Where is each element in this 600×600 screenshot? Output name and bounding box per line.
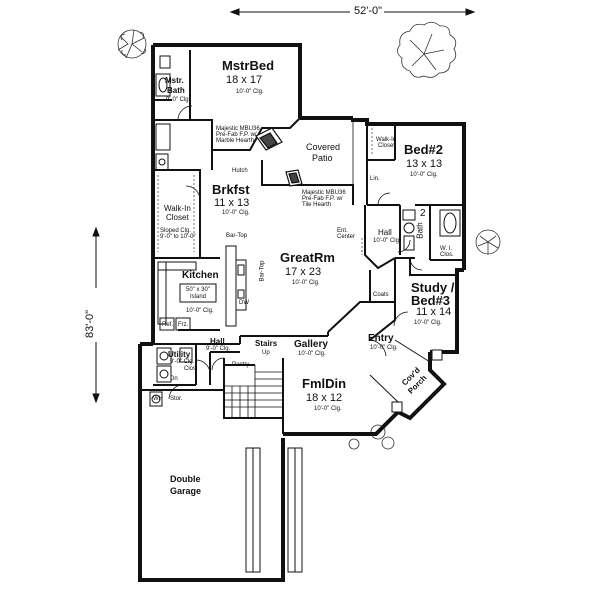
frz-label: Frz. <box>178 322 189 328</box>
room-gallery-ceiling: 10'-0" Clg. <box>298 351 326 357</box>
interior-walls <box>140 50 464 434</box>
fireplace-note-master-1: Majestic MBU36 <box>216 126 260 132</box>
room-hall-left-ceiling: 9'-0" Clg. <box>206 346 231 352</box>
room-closet-name2: Closet <box>166 213 189 222</box>
room-study-name: Study / <box>411 280 455 295</box>
bath-fixtures <box>149 55 461 407</box>
room-mstrbed-size: 18 x 17 <box>226 74 263 86</box>
room-kitchen-ceiling: 10'-0" Clg. <box>186 308 214 314</box>
room-greatrm-ceiling: 10'-0" Clg. <box>292 280 320 286</box>
room-bed2-ceiling: 10'-0" Clg. <box>410 172 438 178</box>
room-covpatio-name: Covered <box>306 142 341 152</box>
depth-dimension-label: 83'-0" <box>84 307 96 340</box>
coats-label: Coats <box>373 292 389 298</box>
room-fmldin-size: 18 x 12 <box>306 392 343 404</box>
door-swings <box>168 105 423 400</box>
room-kitchen-island: 50" x 30" <box>186 287 210 293</box>
shrub-icon <box>348 424 395 450</box>
hutch-label: Hutch <box>232 168 248 174</box>
fireplace-note-great-1: Majestic MBU36 <box>302 190 346 196</box>
room-study-ceiling: 10'-0" Clg. <box>414 320 442 326</box>
stair-treads <box>224 365 283 418</box>
room-brkfst-name: Brkfst <box>212 182 250 197</box>
room-mstrbath-name: Mstr. <box>165 76 184 85</box>
room-hall-right-name: Hall <box>378 228 392 237</box>
room-stairs-name: Stairs <box>255 339 278 348</box>
bed2-closet-label-2: Closet <box>378 143 396 149</box>
room-mstrbath-name2: Bath <box>167 86 185 95</box>
fireplace-note-great-2: Pre-Fab F.P. w/ <box>302 196 343 202</box>
room-bed2-size: 13 x 13 <box>406 158 443 170</box>
room-garage-name2: Garage <box>170 486 202 496</box>
room-stairs-dir: Up <box>262 350 270 356</box>
lin-label: Lin. <box>370 176 380 182</box>
dn-label: Dn <box>170 376 178 382</box>
bed2-closet-label-1: Walk-In <box>376 137 397 143</box>
room-greatrm-name: GreatRm <box>280 250 335 265</box>
depth-dimension-line <box>92 226 100 404</box>
pantry-label: Pantry <box>232 362 250 368</box>
room-bath2-num: 2 <box>420 208 426 219</box>
tree-icon <box>397 21 457 78</box>
room-gallery-name: Gallery <box>294 339 328 350</box>
room-kitchen-name: Kitchen <box>182 270 219 281</box>
room-brkfst-ceiling: 10'-0" Clg. <box>222 210 250 216</box>
room-mstrbath-ceiling: 9'-0" Clg. <box>166 97 191 103</box>
room-mstrbed-name: MstrBed <box>222 58 275 73</box>
tree-icon <box>117 29 147 59</box>
width-dimension-label: 52'-0" <box>352 5 385 17</box>
room-hall-right-ceiling: 10'-0" Clg. <box>373 238 401 244</box>
fireplace-icon <box>285 169 303 187</box>
bartop-label-2: Bar-Top <box>259 260 266 282</box>
room-utility-name: Utility <box>168 350 191 359</box>
ref-label: Ref. <box>162 322 174 328</box>
porch-posts <box>369 339 443 413</box>
fireplace-note-master-2: Pre-Fab F.P. w/ <box>216 132 257 138</box>
bartop-label: Bar-Top <box>226 233 248 239</box>
room-closet-name: Walk-In <box>164 204 191 213</box>
garage-door <box>245 447 303 573</box>
fireplace-note-great-3: Tile Hearth <box>302 202 332 208</box>
room-kitchen-island2: Island <box>190 294 207 300</box>
room-hall-left-name: Hall <box>210 337 225 346</box>
entcenter-label-2: Center <box>337 234 356 240</box>
kitchen-counters <box>157 245 247 331</box>
room-covpatio-name2: Patio <box>312 153 333 163</box>
room-mstrbed-ceiling: 10'-0" Clg. <box>236 89 264 95</box>
fireplace-note-master-3: Marble Hearth <box>216 138 255 144</box>
room-bath2-name: Bath <box>415 222 425 239</box>
room-utility-ceiling: 9'-0" Clg. <box>170 359 195 365</box>
fireplace-icon <box>255 127 283 151</box>
dw-label: DW <box>239 300 249 306</box>
room-brkfst-size: 11 x 13 <box>214 197 250 209</box>
room-study-size: 11 x 14 <box>416 306 452 318</box>
wh-label: WH <box>153 396 163 402</box>
entcenter-label-1: Ent. <box>337 228 348 234</box>
clos-label: Clos <box>184 366 197 372</box>
room-garage-name: Double <box>170 474 201 484</box>
tree-icon <box>475 229 501 255</box>
lin-clos-label-1: W. I. <box>440 246 452 252</box>
room-bed2-name: Bed#2 <box>404 142 444 157</box>
width-dimension-line <box>229 8 476 16</box>
room-greatrm-size: 17 x 23 <box>285 266 322 278</box>
stor-label: Stor. <box>170 396 183 402</box>
room-study-name2: Bed#3 <box>411 293 451 308</box>
room-entry-name: Entry <box>368 333 394 344</box>
room-entry-ceiling: 10'-0" Clg. <box>370 345 398 351</box>
room-closet-note: Sloped Clg. 9'-0" to 10'-0" <box>160 228 196 240</box>
lin-clos-label-2: Clos. <box>440 252 454 258</box>
room-fmldin-ceiling: 10'-0" Clg. <box>314 406 342 412</box>
room-fmldin-name: FmlDin <box>302 376 347 391</box>
closet-shelves <box>157 128 373 255</box>
